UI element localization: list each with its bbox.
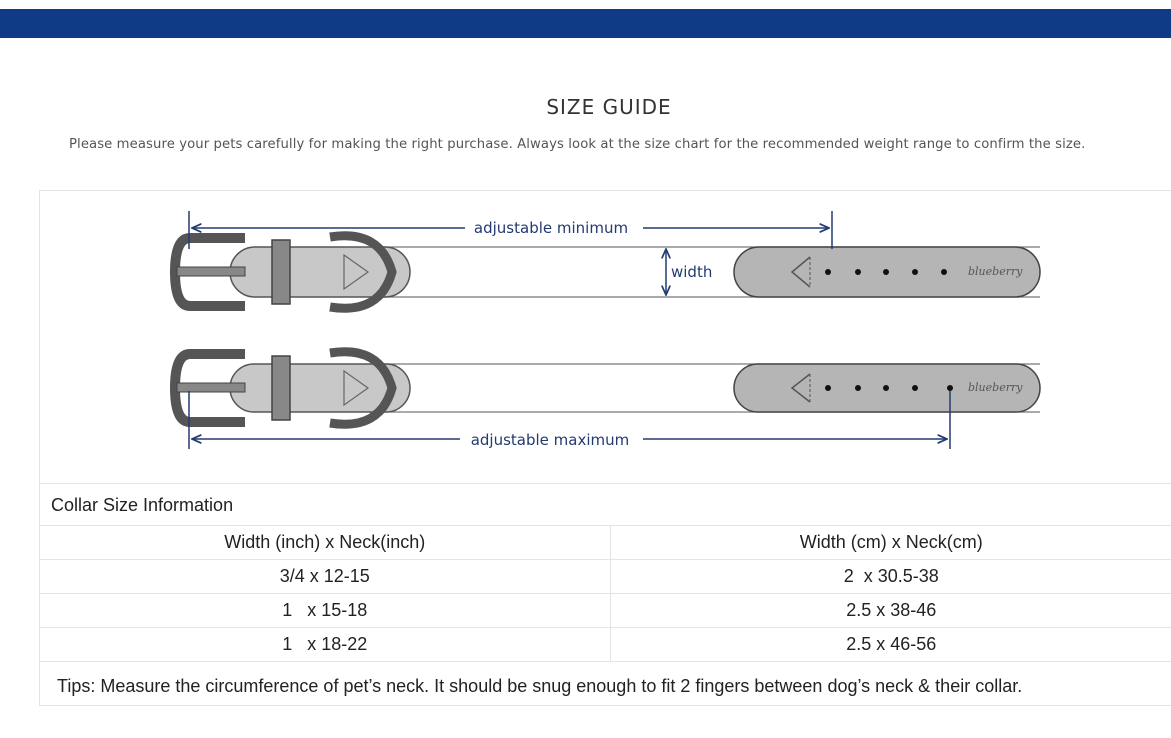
label-adjustable-minimum: adjustable minimum — [474, 219, 628, 237]
top-navigation-bar — [0, 9, 1171, 38]
tips-text: Tips: Measure the circumference of pet’s… — [57, 676, 1023, 696]
dimension-adjustable-minimum: adjustable minimum — [188, 211, 833, 249]
dimension-adjustable-maximum: adjustable maximum — [188, 391, 951, 449]
page-subtitle: Please measure your pets carefully for m… — [69, 137, 1086, 152]
cell-inch: 1 x 15-18 — [40, 593, 611, 628]
cell-cm: 2.5 x 38-46 — [609, 593, 1171, 628]
table-row: 3/4 x 12-15 2 x 30.5-38 — [40, 559, 1171, 594]
collar-minimum: blueberry — [169, 231, 1041, 313]
brand-logo: blueberry — [968, 265, 1023, 278]
brand-logo: blueberry — [968, 381, 1023, 394]
size-guide-panel: blueberry adjustable minimum width — [39, 190, 1171, 706]
label-adjustable-maximum: adjustable maximum — [471, 431, 630, 449]
cell-cm: 2.5 x 46-56 — [609, 627, 1171, 662]
collar-size-info-title: Collar Size Information — [40, 483, 1171, 525]
collar-size-table: Width (inch) x Neck(inch) Width (cm) x N… — [40, 525, 1171, 662]
label-width: width — [671, 263, 712, 281]
header-cm: Width (cm) x Neck(cm) — [609, 525, 1171, 560]
table-row: 1 x 18-22 2.5 x 46-56 — [40, 627, 1171, 662]
table-header-row: Width (inch) x Neck(inch) Width (cm) x N… — [40, 525, 1171, 560]
cell-cm: 2 x 30.5-38 — [609, 559, 1171, 594]
header-inch: Width (inch) x Neck(inch) — [40, 525, 611, 560]
collar-diagram: blueberry adjustable minimum width — [40, 191, 1171, 481]
page-title: SIZE GUIDE — [546, 95, 672, 119]
collar-illustration: blueberry adjustable minimum width — [169, 211, 1041, 449]
dimension-width: width — [666, 249, 712, 295]
cell-inch: 3/4 x 12-15 — [40, 559, 611, 594]
collar-maximum: blueberry — [169, 347, 1041, 429]
cell-inch: 1 x 18-22 — [40, 627, 611, 662]
table-row: 1 x 15-18 2.5 x 38-46 — [40, 593, 1171, 628]
